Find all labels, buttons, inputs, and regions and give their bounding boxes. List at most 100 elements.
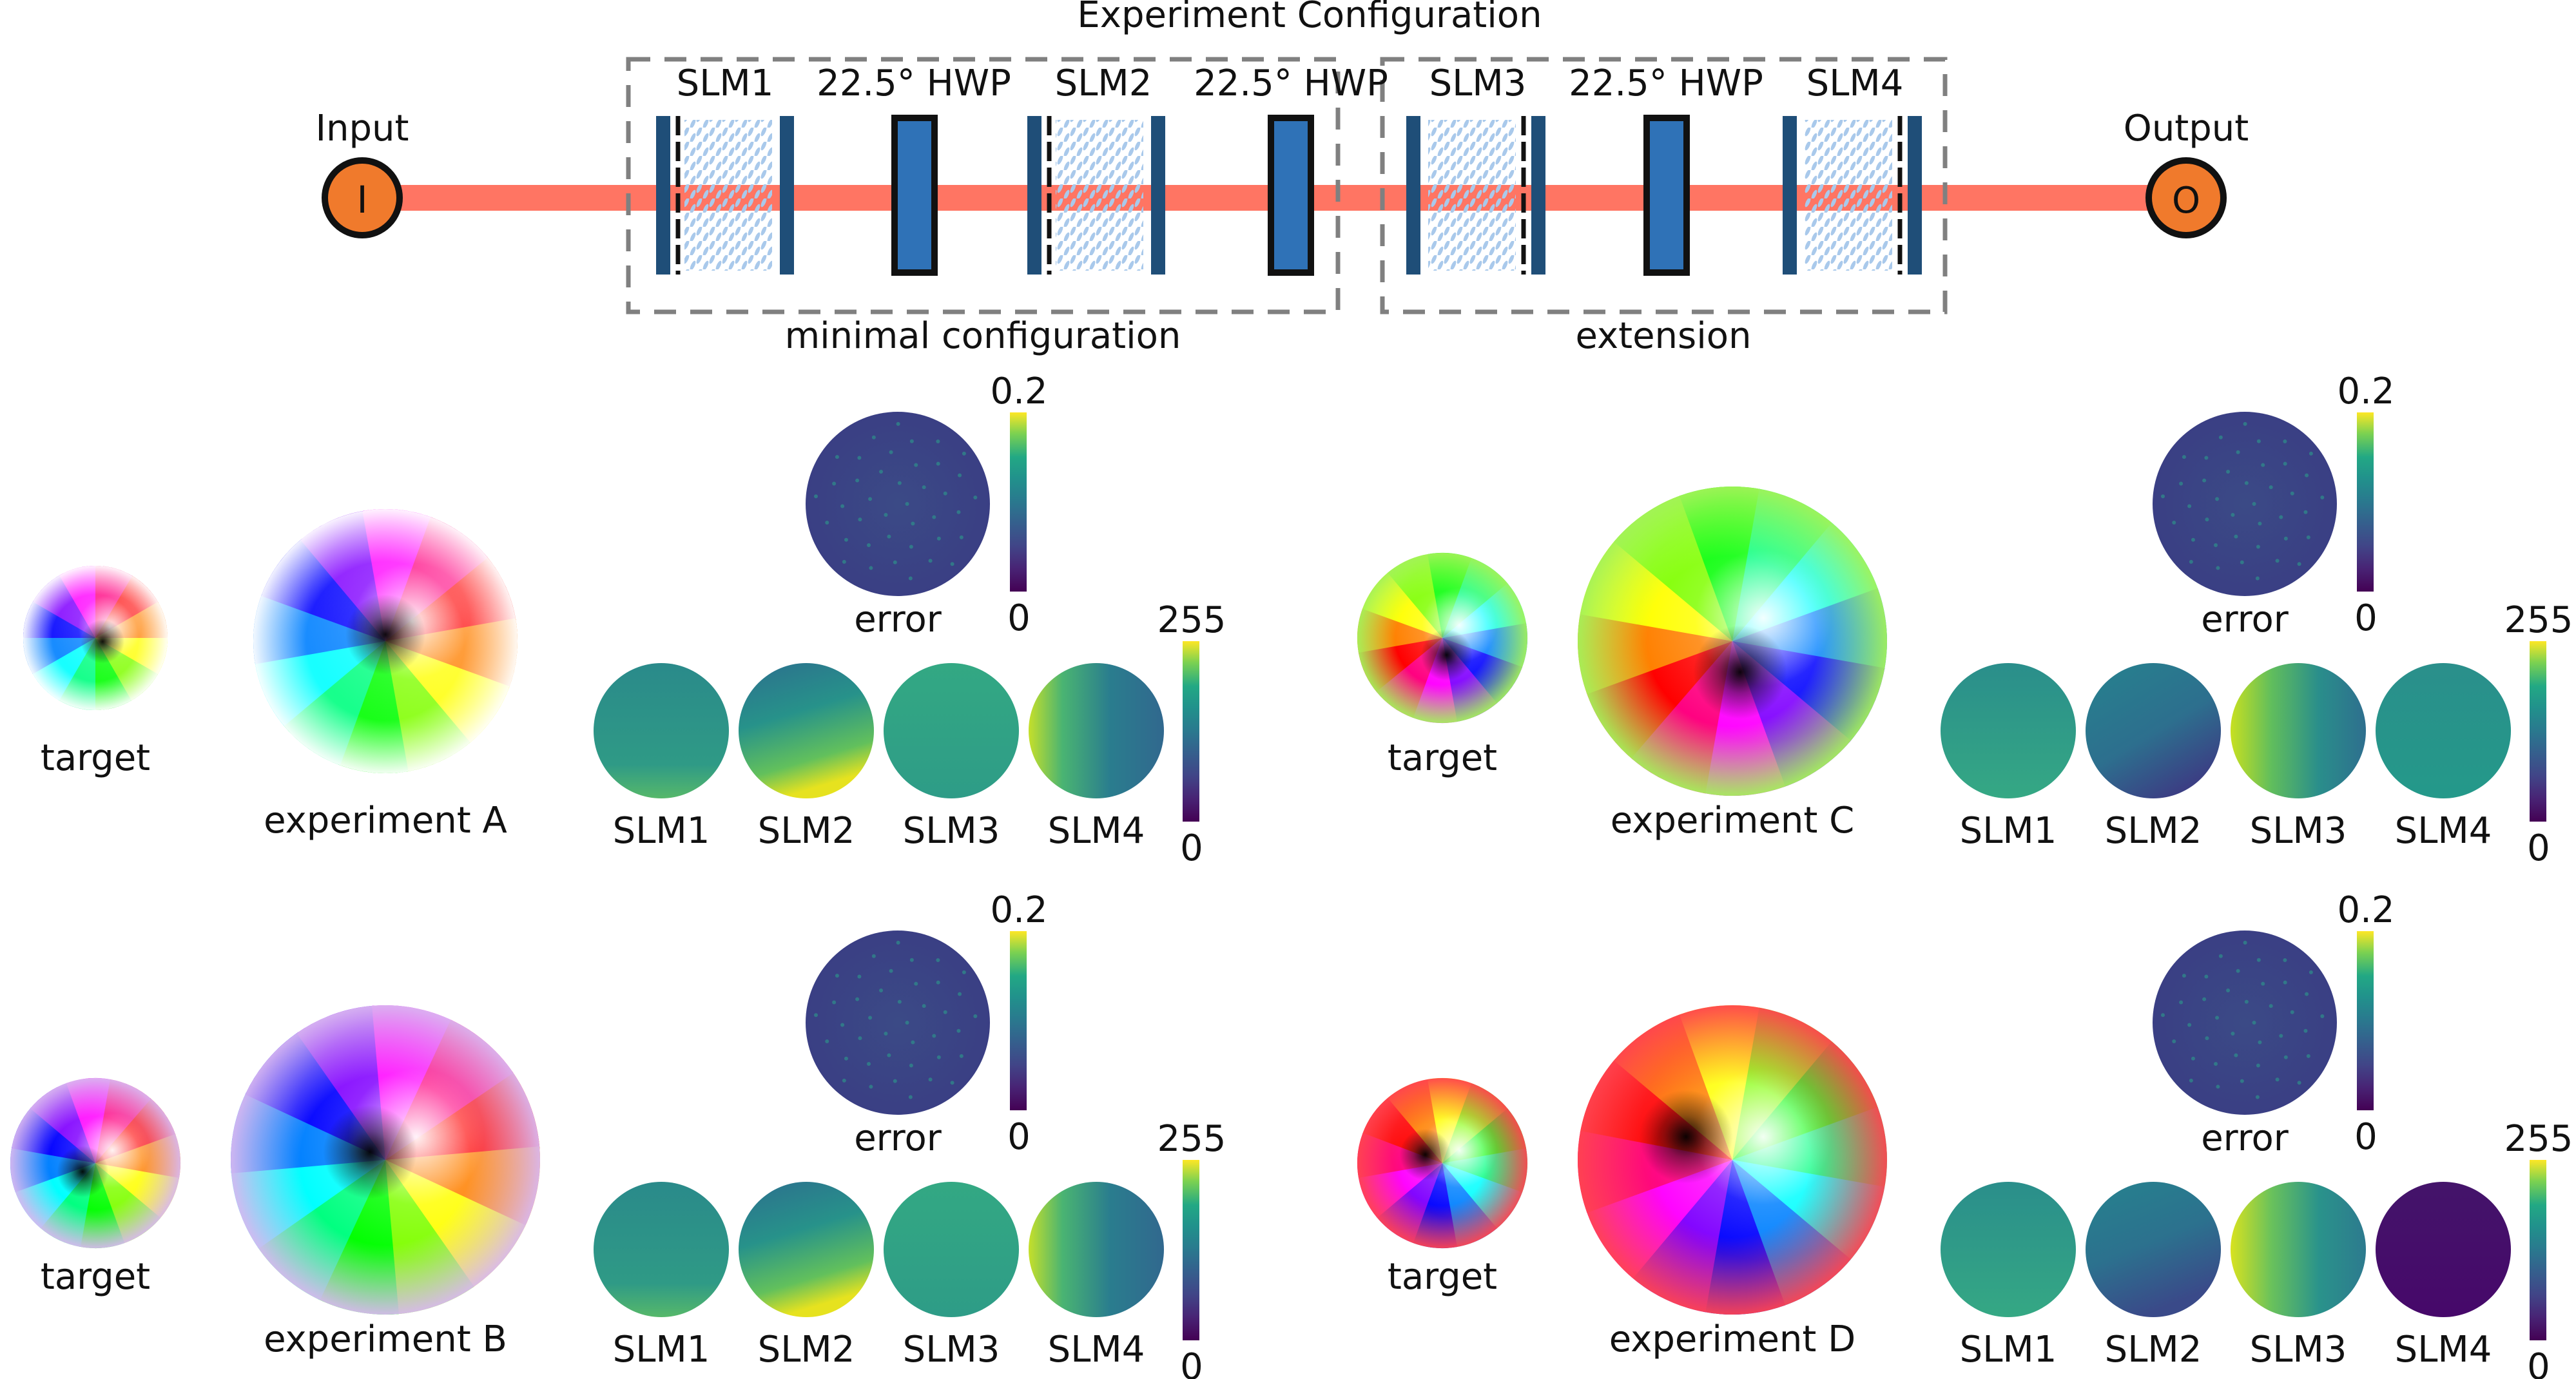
colorbar-gradient <box>2530 1160 2546 1340</box>
error-colorbar: 0.20 <box>2337 371 2394 639</box>
target-label: target <box>41 737 150 779</box>
colorbar-max-label: 255 <box>2504 599 2573 641</box>
extension-box <box>1380 57 1948 314</box>
error-colorbar: 0.20 <box>990 889 1047 1158</box>
error-map <box>806 412 990 596</box>
target-label: target <box>1388 737 1497 779</box>
hwp2-plate <box>1268 115 1314 276</box>
slm4-mask <box>2376 1182 2511 1317</box>
target-label: target <box>41 1256 150 1298</box>
slm2-device <box>1027 116 1165 275</box>
slm4-mask <box>1029 663 1164 798</box>
slm3-label: SLM3 <box>2250 810 2347 852</box>
experiment-phase-map <box>231 1005 540 1315</box>
colorbar-max-label: 0.2 <box>990 889 1047 931</box>
component-label-slm2: SLM2 <box>1055 63 1152 104</box>
experiment-phase-map <box>1577 487 1888 796</box>
colorbar-min-label: 0 <box>2527 827 2550 869</box>
experiment-label: experiment B <box>264 1318 507 1360</box>
error-map <box>2153 412 2337 596</box>
error-label: error <box>854 1117 942 1159</box>
output-label: Output <box>2124 108 2249 149</box>
colorbar-max-label: 0.2 <box>990 371 1047 412</box>
colorbar-min-label: 0 <box>1180 1346 1203 1379</box>
slm2-label: SLM2 <box>2105 1329 2202 1371</box>
slm3-mask <box>2231 663 2366 798</box>
experiment-label: experiment A <box>264 800 507 842</box>
colorbar-max-label: 255 <box>1157 1118 1226 1160</box>
colorbar-min-label: 0 <box>1007 1116 1031 1158</box>
error-colorbar: 0.20 <box>2337 889 2394 1158</box>
colorbar-max-label: 255 <box>2504 1118 2573 1160</box>
colorbar-gradient <box>1010 412 1027 592</box>
slm2-mask <box>2086 663 2221 798</box>
error-label: error <box>854 599 942 641</box>
output-node-symbol: O <box>2172 180 2200 222</box>
minimal-configuration-box <box>626 57 1341 314</box>
slm-colorbar: 255 0 <box>1157 599 1226 869</box>
slm4-mask <box>2376 663 2511 798</box>
colorbar-gradient <box>1183 1160 1199 1340</box>
colorbar-gradient <box>2357 931 2374 1110</box>
hwp3-plate <box>1643 115 1690 276</box>
experiment-label: experiment C <box>1611 800 1855 842</box>
target-phase-map <box>1357 553 1528 723</box>
colorbar-max-label: 255 <box>1157 599 1226 641</box>
slm2-label: SLM2 <box>758 1329 855 1371</box>
colorbar-gradient <box>2357 412 2374 592</box>
colorbar-max-label: 0.2 <box>2337 889 2394 931</box>
slm2-label: SLM2 <box>758 810 855 852</box>
slm4-label: SLM4 <box>2395 1329 2492 1371</box>
slm4-label: SLM4 <box>2395 810 2492 852</box>
slm2-mask <box>739 1182 874 1317</box>
colorbar-gradient <box>1010 931 1027 1110</box>
error-map <box>2153 931 2337 1115</box>
input-node-symbol: I <box>356 178 367 222</box>
component-label-slm4: SLM4 <box>1806 63 1904 104</box>
slm1-mask <box>594 663 729 798</box>
colorbar-gradient <box>1183 641 1199 822</box>
colorbar-min-label: 0 <box>1180 827 1203 869</box>
experiment-phase-map <box>253 509 518 774</box>
slm3-label: SLM3 <box>903 1329 1000 1371</box>
input-label: Input <box>315 108 409 149</box>
output-node <box>2145 157 2227 238</box>
error-label: error <box>2201 1117 2289 1159</box>
input-node <box>322 157 403 238</box>
slm4-label: SLM4 <box>1048 1329 1145 1371</box>
slm2-mask <box>2086 1182 2221 1317</box>
slm3-mask <box>884 1182 1019 1317</box>
colorbar-gradient <box>2530 641 2546 822</box>
slm2-mask <box>739 663 874 798</box>
minimal-configuration-label: minimal configuration <box>785 315 1181 357</box>
colorbar-min-label: 0 <box>2527 1346 2550 1379</box>
slm2-label: SLM2 <box>2105 810 2202 852</box>
slm1-label: SLM1 <box>1960 1329 2057 1371</box>
experiment-phase-map <box>1578 1005 1887 1315</box>
slm1-device <box>656 116 794 275</box>
colorbar-min-label: 0 <box>2354 1116 2377 1158</box>
slm1-label: SLM1 <box>613 810 710 852</box>
component-label-slm1: SLM1 <box>677 63 774 104</box>
component-label-hwp2: 22.5° HWP <box>1194 63 1388 104</box>
slm-colorbar: 255 0 <box>2504 599 2573 869</box>
component-label-hwp3: 22.5° HWP <box>1569 63 1763 104</box>
target-phase-map <box>23 566 168 711</box>
slm1-mask <box>1941 663 2076 798</box>
setup-schematic: Experiment Configuration minimal configu… <box>315 0 2249 357</box>
setup-title: Experiment Configuration <box>1077 0 1542 36</box>
slm4-device <box>1783 116 1922 275</box>
slm1-label: SLM1 <box>613 1329 710 1371</box>
slm1-mask <box>1941 1182 2076 1317</box>
slm4-label: SLM4 <box>1048 810 1145 852</box>
target-label: target <box>1388 1256 1497 1298</box>
error-map <box>806 931 990 1115</box>
slm-colorbar: 255 0 <box>1157 1118 1226 1379</box>
colorbar-min-label: 0 <box>1007 597 1031 639</box>
